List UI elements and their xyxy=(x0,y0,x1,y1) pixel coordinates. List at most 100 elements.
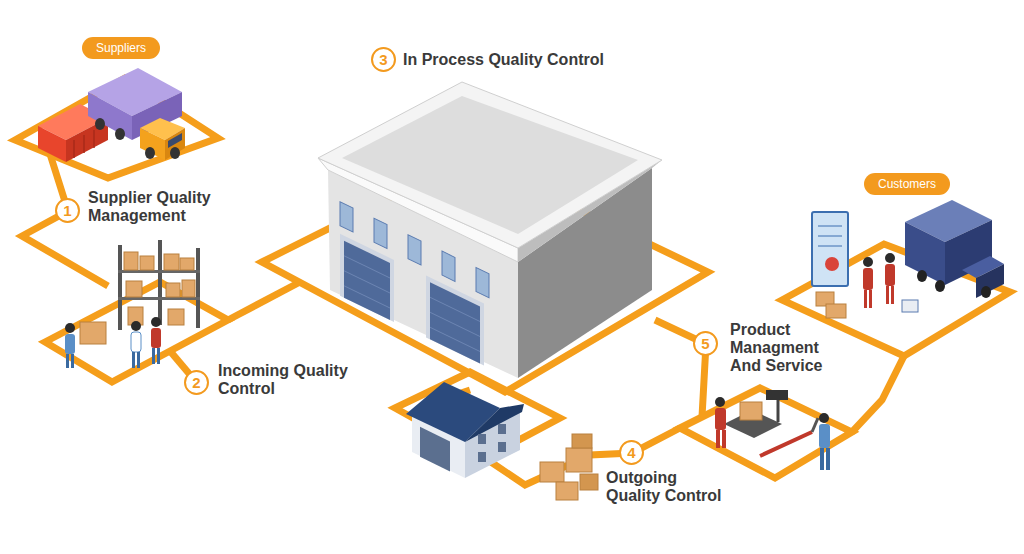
track xyxy=(228,282,300,320)
factory-building xyxy=(318,82,662,378)
customer-delivery xyxy=(917,270,927,282)
callout-circle: 2 xyxy=(184,370,209,395)
scale-station xyxy=(777,398,780,422)
customer-delivery xyxy=(825,257,839,271)
customer-delivery xyxy=(812,200,1004,318)
pill-label: Customers xyxy=(878,176,936,192)
customer-delivery xyxy=(935,280,945,292)
customer-delivery xyxy=(812,212,848,286)
quality-step: 3 In Process Quality Control xyxy=(371,47,653,72)
callout-circle: 3 xyxy=(371,47,396,72)
scale-station xyxy=(716,430,720,448)
warehouse-shelves xyxy=(124,252,138,270)
warehouse-shelves xyxy=(158,240,162,325)
warehouse-workers xyxy=(157,348,160,364)
storage-house xyxy=(498,424,506,434)
customer-delivery xyxy=(891,286,894,304)
step-label: In Process Quality Control xyxy=(403,51,653,69)
pill-label: Suppliers xyxy=(96,40,146,56)
customer-delivery xyxy=(818,226,842,227)
supplier-truck xyxy=(170,147,180,159)
warehouse-workers xyxy=(131,321,141,331)
customer-delivery xyxy=(981,286,991,298)
factory-building xyxy=(340,202,489,368)
factory-building xyxy=(408,235,421,265)
storage-house xyxy=(406,382,524,478)
scale-station xyxy=(740,402,762,420)
storage-house xyxy=(465,404,524,442)
factory-building xyxy=(430,312,480,336)
customer-delivery xyxy=(885,253,895,263)
customer-delivery xyxy=(863,257,873,267)
factory-building xyxy=(426,275,484,365)
factory-building xyxy=(430,297,480,321)
supplier-truck xyxy=(38,68,185,162)
supplier-truck xyxy=(83,135,85,153)
factory-building xyxy=(340,202,353,232)
quality-step: 5Product Managment And Service xyxy=(693,321,830,375)
outgoing-boxes xyxy=(556,482,578,500)
customer-delivery xyxy=(818,236,842,237)
customer-delivery xyxy=(902,300,918,312)
supplier-truck xyxy=(93,130,95,148)
warehouse-workers xyxy=(65,334,75,354)
step-label: Outgoing Quality Control xyxy=(606,469,728,505)
storage-house xyxy=(498,442,506,452)
warehouse-workers xyxy=(71,354,74,368)
outgoing-boxes xyxy=(580,474,598,490)
supplier-truck xyxy=(145,147,155,159)
customer-delivery xyxy=(886,286,889,304)
warehouse-shelves xyxy=(164,254,179,270)
warehouse-workers xyxy=(137,352,140,368)
warehouse-shelves xyxy=(140,256,154,270)
track xyxy=(852,356,904,432)
factory-building xyxy=(430,282,480,363)
supplier-truck xyxy=(165,128,185,160)
warehouse-workers xyxy=(80,322,106,344)
outgoing-boxes xyxy=(572,434,592,448)
callout-circle: 1 xyxy=(55,198,80,223)
scale-station xyxy=(812,418,818,432)
supplier-truck xyxy=(168,133,182,148)
warehouse-shelves xyxy=(168,309,184,325)
customer-delivery xyxy=(869,290,872,308)
quality-step: 1Supplier Quality Management xyxy=(55,189,228,225)
warehouse-workers xyxy=(152,348,155,364)
quality-step: 4Outgoing Quality Control xyxy=(606,440,728,505)
customer-delivery xyxy=(864,290,867,308)
supplier-truck xyxy=(73,140,75,158)
track xyxy=(45,282,228,382)
customer-delivery xyxy=(885,264,895,286)
supplier-truck xyxy=(140,128,165,160)
outgoing-boxes xyxy=(566,448,592,472)
supplier-truck xyxy=(88,92,132,140)
scale-station xyxy=(715,390,830,470)
warehouse-shelves xyxy=(118,240,200,330)
factory-building xyxy=(442,251,455,281)
warehouse-workers xyxy=(132,352,135,368)
warehouse-shelves xyxy=(118,245,122,330)
customer-delivery xyxy=(826,304,846,318)
supplier-truck xyxy=(115,128,125,140)
factory-building xyxy=(476,268,489,298)
warehouse-workers xyxy=(151,317,161,327)
callout-number: 5 xyxy=(695,333,716,354)
warehouse-shelves xyxy=(196,248,200,328)
supplier-truck xyxy=(38,126,66,162)
warehouse-shelves xyxy=(180,258,194,270)
customer-delivery xyxy=(976,264,1004,298)
factory-building xyxy=(342,96,638,234)
warehouse-shelves xyxy=(126,281,142,297)
scale-station xyxy=(722,430,726,448)
track xyxy=(15,78,1010,485)
factory-building xyxy=(340,234,394,322)
storage-house xyxy=(478,434,486,444)
stage-pill: Suppliers xyxy=(82,37,160,59)
scale-station xyxy=(820,448,824,470)
callout-number: 2 xyxy=(186,372,207,393)
supplier-truck xyxy=(66,118,108,162)
storage-house xyxy=(420,427,450,472)
outgoing-boxes xyxy=(540,462,564,482)
